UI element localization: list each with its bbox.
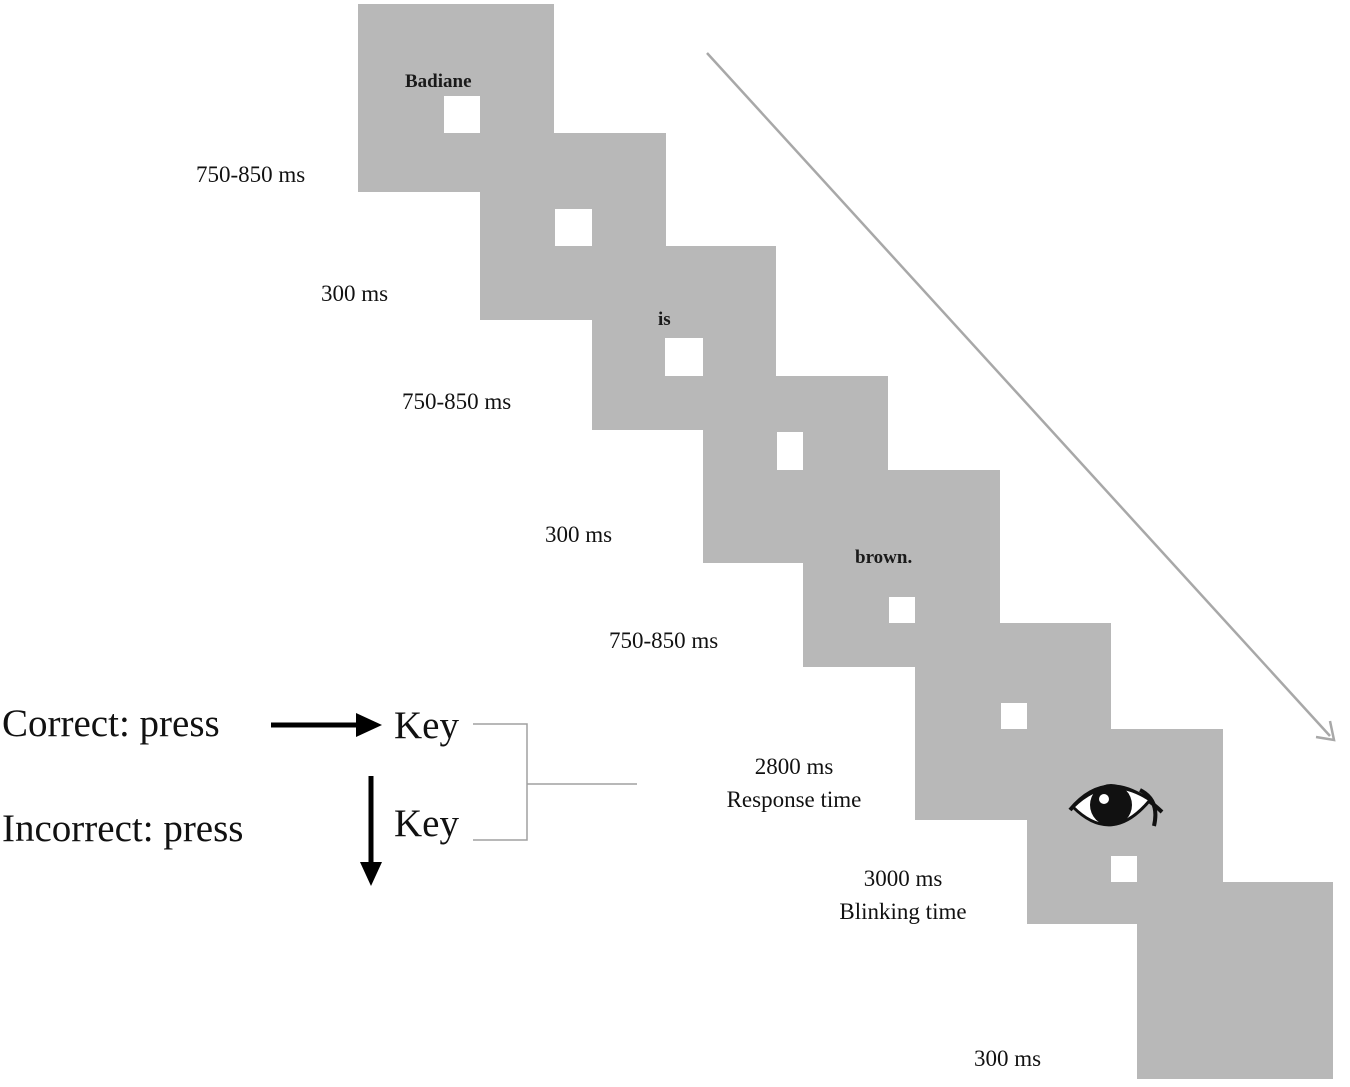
incorrect-label: Incorrect: press	[2, 807, 244, 850]
duration-value-6: 2800 ms	[754, 754, 834, 779]
duration-label-2: 300 ms	[321, 281, 389, 306]
timeline-arrowhead	[1315, 720, 1336, 742]
duration-label-5: 750-850 ms	[609, 628, 719, 653]
incorrect-arrowhead	[360, 862, 382, 886]
screen-word-badiane: Badiane	[405, 71, 472, 92]
duration-label-6: 2800 ms Response time	[694, 750, 894, 816]
duration-value-7: 3000 ms	[863, 866, 943, 891]
duration-label-4: 300 ms	[545, 522, 613, 547]
key-bracket	[473, 723, 528, 841]
duration-label-8: 300 ms	[974, 1046, 1042, 1071]
screen-word-is: is	[658, 309, 671, 330]
key-label-incorrect: Key	[394, 802, 459, 845]
timeline-arrow	[706, 52, 1331, 737]
duration-label-7: 3000 ms Blinking time	[803, 862, 1003, 928]
duration-note-7: Blinking time	[839, 899, 967, 924]
screen-word-brown: brown.	[855, 547, 913, 568]
duration-label-1: 750-850 ms	[196, 162, 306, 187]
correct-label: Correct: press	[2, 702, 220, 745]
eye-icon	[1068, 784, 1164, 827]
duration-note-6: Response time	[726, 787, 862, 812]
correct-arrowhead	[356, 713, 382, 737]
duration-label-3: 750-850 ms	[402, 389, 512, 414]
key-label-correct: Key	[394, 704, 459, 747]
screen-8	[1137, 882, 1333, 1079]
